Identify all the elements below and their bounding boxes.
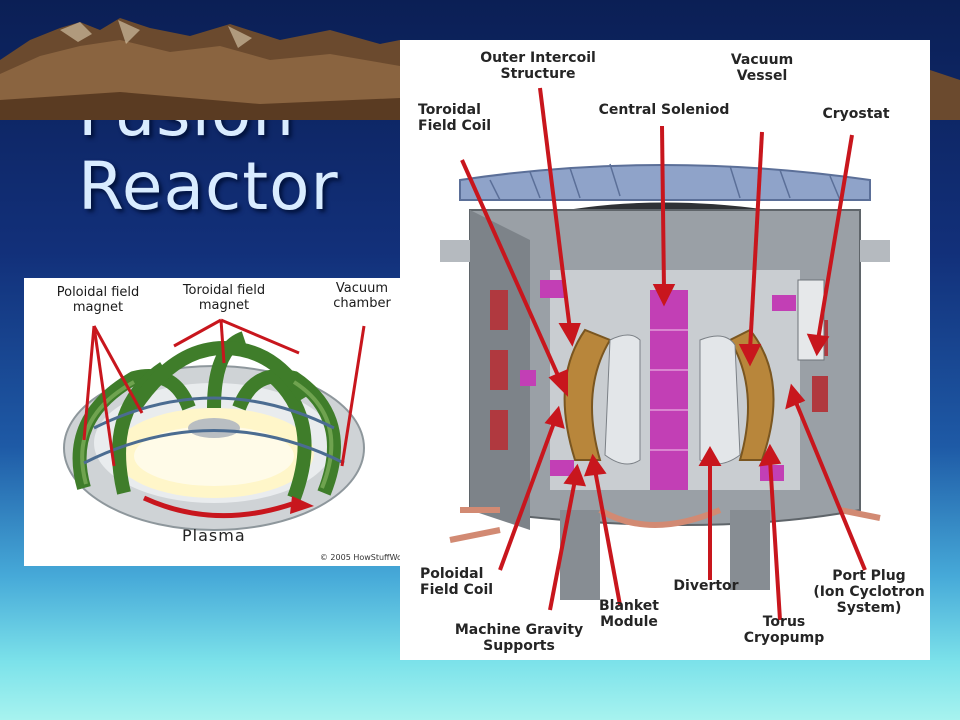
cryostat-label: Cryostat: [822, 106, 890, 122]
port-plug-label: Port Plug (Ion Cyclotron System): [813, 568, 925, 617]
plasma-label: Plasma: [182, 526, 246, 545]
toroidal-field-coil-label: Toroidal Field Coil: [418, 102, 492, 135]
copyright-text: © 2005 HowStuffWorks: [319, 553, 414, 562]
poloidal-field-coil-label: Poloidal Field Coil: [420, 566, 494, 599]
iter-cutaway-diagram: Outer Intercoil Structure Vacuum Vessel …: [400, 40, 930, 660]
blanket-module-label: Blanket Module: [598, 598, 659, 631]
vacuum-vessel-label: Vacuum Vessel: [730, 52, 794, 85]
machine-gravity-supports-label: Machine Gravity Supports: [454, 622, 584, 655]
tokamak-simple-diagram: Poloidal field magnet Toroidal field mag…: [24, 278, 420, 566]
mountain-range-decoration: [0, 18, 960, 120]
tokamak-illustration: [63, 318, 366, 531]
toroidal-field-magnet-label: Toroidal field magnet: [182, 283, 266, 313]
iter-illustration: [440, 87, 890, 621]
vacuum-chamber-label: Vacuum chamber: [333, 281, 391, 311]
torus-cryopump-label: Torus Cryopump: [743, 614, 825, 647]
outer-intercoil-structure-label: Outer Intercoil Structure: [480, 50, 596, 83]
central-solenoid-label: Central Soleniod: [598, 102, 730, 118]
divertor-label: Divertor: [673, 578, 739, 594]
title-line-2: Reactor: [78, 147, 339, 225]
poloidal-field-magnet-label: Poloidal field magnet: [56, 285, 140, 315]
